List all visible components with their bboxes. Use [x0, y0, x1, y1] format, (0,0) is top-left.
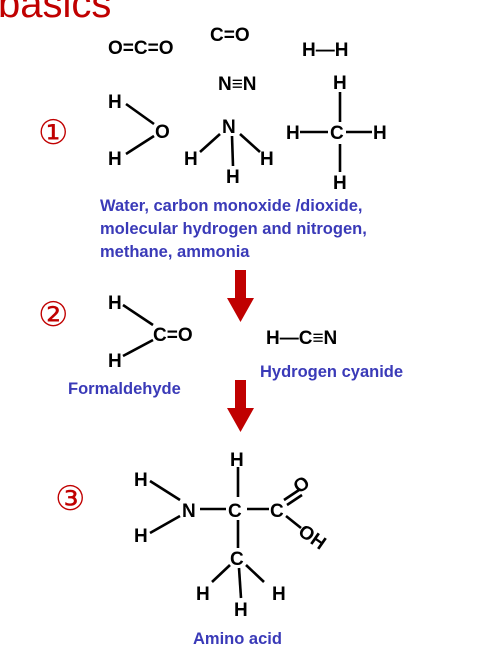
hydrogen-cyanide-caption: Hydrogen cyanide	[260, 363, 404, 381]
methane-hydrogen-bottom: H	[333, 173, 347, 194]
amino-hydrogen-n-top: H	[134, 470, 148, 491]
formaldehyde-carbonyl: C=O	[153, 325, 193, 346]
n2-formula: N≡N	[218, 74, 257, 95]
page-title: basics	[0, 0, 112, 26]
methane-hydrogen-top: H	[333, 73, 347, 94]
co2-formula: O=C=O	[108, 38, 173, 59]
hcn-formula: H—C≡N	[266, 328, 337, 349]
h2-formula: H—H	[302, 40, 348, 61]
methane-hydrogen-right: H	[373, 123, 387, 144]
co-formula: C=O	[210, 25, 250, 46]
carboxyl-carbon: C	[270, 501, 284, 522]
methyl-hydrogen-right: H	[272, 584, 286, 605]
step-number-3: ③	[55, 479, 86, 519]
ammonia-hydrogen-right: H	[260, 149, 274, 170]
water-hydrogen-top: H	[108, 92, 122, 113]
amino-acid-caption: Amino acid	[193, 630, 282, 648]
methyl-carbon: C	[230, 549, 244, 570]
bond-lines	[122, 92, 342, 599]
step-number-2: ②	[38, 295, 69, 335]
ammonia-hydrogen-left: H	[184, 149, 198, 170]
stage1-caption-line3: methane, ammonia	[100, 243, 250, 261]
stage1-caption-line1: Water, carbon monoxide /dioxide,	[100, 197, 363, 215]
amino-hydrogen-n-bottom: H	[134, 526, 148, 547]
methyl-hydrogen-bottom: H	[234, 600, 248, 621]
ammonia-hydrogen-bottom: H	[226, 167, 240, 188]
step-number-1: ①	[38, 113, 69, 153]
water-hydrogen-bottom: H	[108, 149, 122, 170]
ammonia-nitrogen: N	[222, 117, 236, 138]
stage1-caption: Water, carbon monoxide /dioxide, molecul…	[100, 195, 460, 264]
alpha-hydrogen: H	[230, 450, 244, 471]
reaction-arrow-1	[227, 270, 254, 322]
amino-nitrogen: N	[182, 501, 196, 522]
stage1-caption-line2: molecular hydrogen and nitrogen,	[100, 220, 367, 238]
reaction-arrows	[227, 270, 254, 432]
methane-carbon: C	[330, 123, 344, 144]
alpha-carbon: C	[228, 501, 242, 522]
formaldehyde-caption: Formaldehyde	[68, 380, 181, 398]
methyl-hydrogen-left: H	[196, 584, 210, 605]
water-oxygen: O	[155, 122, 170, 143]
reaction-arrow-2	[227, 380, 254, 432]
methane-hydrogen-left: H	[286, 123, 300, 144]
formaldehyde-hydrogen-bottom: H	[108, 351, 122, 372]
formaldehyde-hydrogen-top: H	[108, 293, 122, 314]
